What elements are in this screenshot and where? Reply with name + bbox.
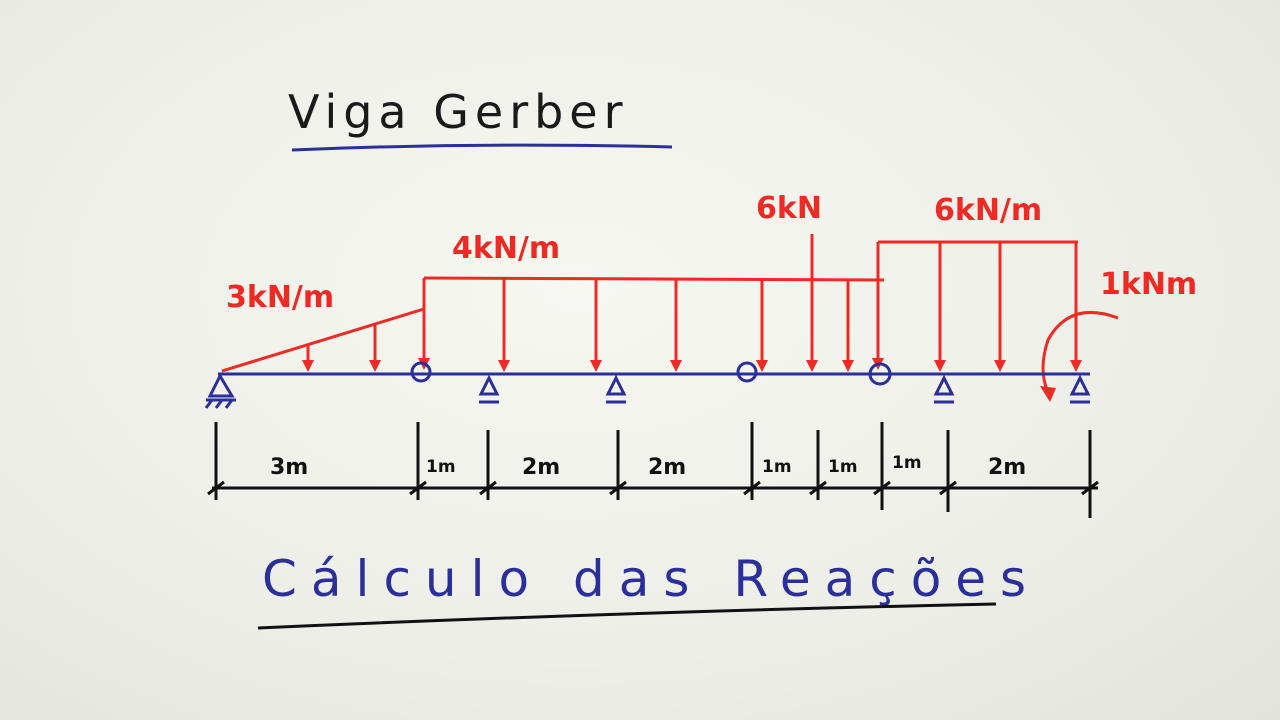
gerber-hinge-2	[736, 361, 758, 383]
triangular-load-label: 3kN/m	[226, 280, 334, 315]
title-underline	[291, 143, 673, 152]
hinges	[410, 361, 892, 386]
moment-label: 1kNm	[1100, 267, 1197, 302]
uniform-load-left-label: 4kN/m	[452, 231, 560, 266]
point-load-label: 6kN	[756, 191, 822, 226]
span-label-1: 3m	[270, 455, 308, 480]
title: Viga Gerber	[288, 85, 629, 139]
pin-support	[207, 372, 235, 398]
supports	[204, 372, 1091, 409]
span-label-2: 1m	[426, 457, 456, 477]
point-load-arrowhead	[806, 360, 818, 372]
load-lines	[221, 234, 1119, 393]
subtitle-underline	[257, 602, 997, 630]
subtitle: Cálculo das Reações	[262, 550, 1040, 608]
span-label-5: 1m	[762, 457, 792, 477]
dimension-lines	[207, 422, 1099, 518]
roller-support-3	[933, 374, 955, 396]
gerber-hinge-3	[868, 362, 892, 386]
triangular-load-top	[221, 307, 425, 373]
span-label-7: 1m	[892, 453, 922, 473]
roller-support-2	[605, 374, 627, 396]
moment-arc	[1041, 310, 1119, 393]
span-label-8: 2m	[988, 455, 1026, 480]
gerber-hinge-1	[410, 361, 432, 383]
uniform-load-right-label: 6kN/m	[934, 193, 1042, 228]
span-label-3: 2m	[522, 455, 560, 480]
moment-arrowhead	[1040, 386, 1056, 402]
uniform-load-left-top	[423, 276, 885, 282]
roller-support-4	[1069, 374, 1091, 396]
roller-support-1	[478, 374, 500, 396]
span-label-4: 2m	[648, 455, 686, 480]
span-label-6: 1m	[828, 457, 858, 477]
